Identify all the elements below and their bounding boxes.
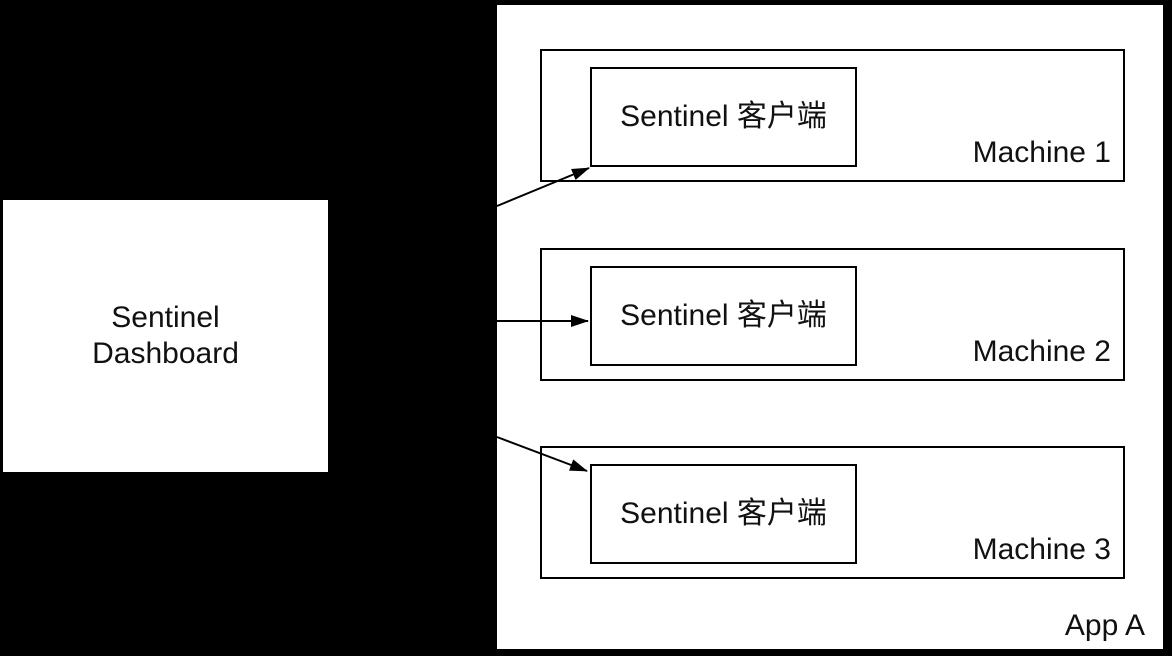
sentinel-client-label: Sentinel 客户端: [620, 100, 827, 133]
sentinel-dashboard-label: Sentinel Dashboard: [92, 301, 239, 370]
sentinel-client-box-1: Sentinel 客户端: [590, 67, 857, 167]
sentinel-client-box-3: Sentinel 客户端: [590, 464, 857, 564]
machine-1-label: Machine 1: [972, 136, 1111, 169]
sentinel-client-label: Sentinel 客户端: [620, 299, 827, 332]
machine-2-node: Sentinel 客户端 Machine 2: [540, 248, 1125, 381]
machine-1-node: Sentinel 客户端 Machine 1: [540, 49, 1125, 182]
machine-3-node: Sentinel 客户端 Machine 3: [540, 446, 1125, 579]
app-a-panel: Sentinel 客户端 Machine 1 Sentinel 客户端 Mach…: [497, 5, 1163, 649]
machine-3-label: Machine 3: [972, 533, 1111, 566]
machine-2-label: Machine 2: [972, 335, 1111, 368]
sentinel-client-box-2: Sentinel 客户端: [590, 266, 857, 366]
sentinel-client-label: Sentinel 客户端: [620, 497, 827, 530]
sentinel-dashboard-node: Sentinel Dashboard: [3, 200, 328, 472]
app-a-label: App A: [1064, 609, 1145, 642]
